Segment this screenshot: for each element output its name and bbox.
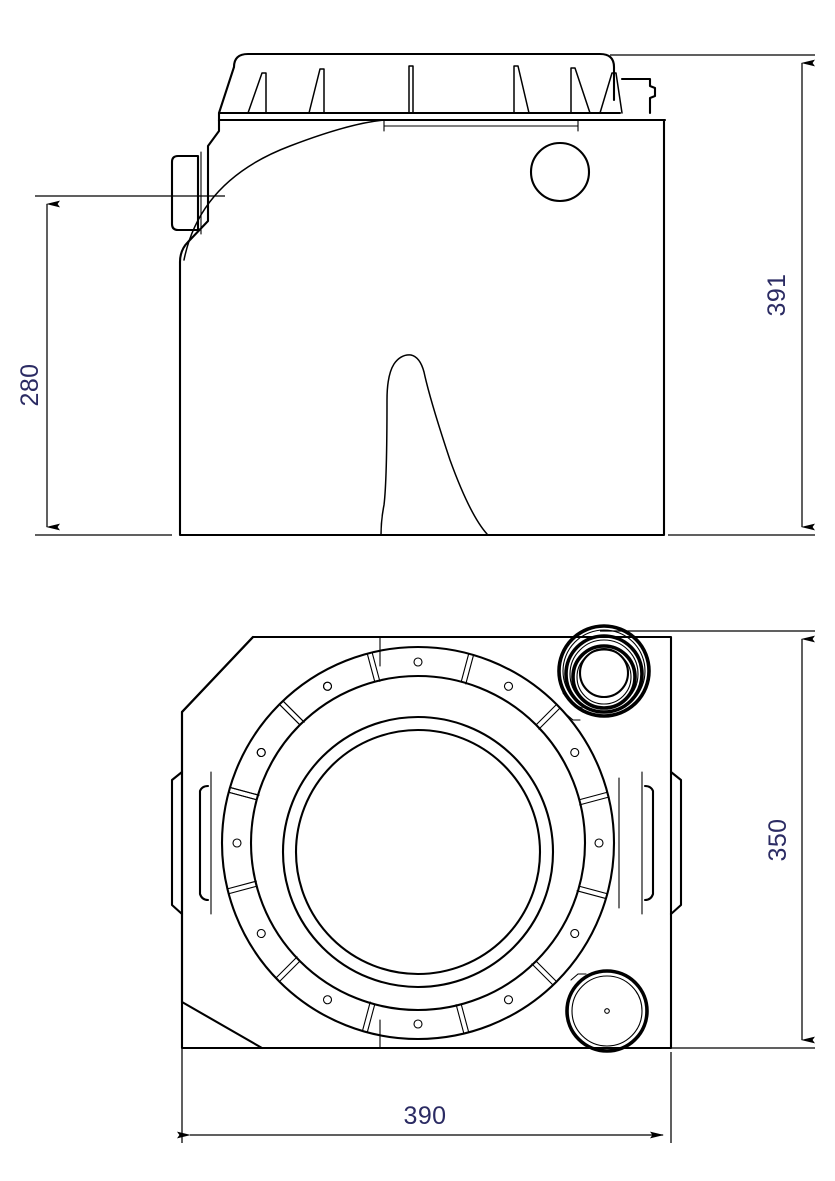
right-side-handle — [618, 770, 683, 916]
front-view — [170, 624, 683, 1053]
door-opening-outer — [281, 715, 555, 989]
dim-350-value: 350 — [764, 819, 792, 862]
body-port-circle — [529, 141, 591, 203]
body-left-shoulder — [178, 184, 210, 264]
left-inlet-boss — [170, 154, 200, 232]
flange-bolt-holes — [232, 657, 604, 1029]
lid-fin-rib-6 — [599, 72, 623, 114]
base-nozzle-rib — [380, 354, 488, 536]
body-left-step — [206, 118, 221, 188]
upper-right-tab — [620, 77, 657, 115]
lower-right-port — [565, 969, 649, 1053]
dim-390-value: 390 — [404, 1102, 447, 1130]
coiled-hose-fitting — [557, 624, 651, 718]
hose-boss-step — [565, 713, 581, 721]
lid-fin-rib-2 — [308, 68, 325, 114]
lid-fin-rib-5 — [570, 67, 591, 114]
flange-ring-outer — [220, 645, 616, 1041]
dim-391-value: 391 — [763, 274, 791, 317]
lid-fin-rib-4 — [513, 65, 530, 114]
front-body-chamfer-bottomleft — [180, 1000, 264, 1050]
front-body-chamfer-topleft — [180, 635, 255, 714]
left-side-handle — [170, 770, 212, 916]
front-view-dimensions: 350 390 — [177, 630, 815, 1143]
coiled-hose-tail — [562, 692, 583, 709]
lid-outer-shell — [232, 52, 616, 102]
body-outline — [178, 118, 666, 537]
flange-ring-inner — [249, 674, 587, 1012]
side-view — [170, 52, 667, 537]
inner-shell-arc — [183, 119, 386, 261]
door-opening-inner — [294, 728, 542, 976]
lid-fin-rib-1 — [247, 72, 267, 114]
lid-fin-rib-3 — [408, 65, 414, 114]
dim-280-value: 280 — [16, 364, 44, 407]
lower-right-port-step — [570, 973, 587, 981]
flange-radial-ticks — [227, 652, 609, 1034]
side-view-dimensions: 280 391 — [16, 54, 815, 536]
